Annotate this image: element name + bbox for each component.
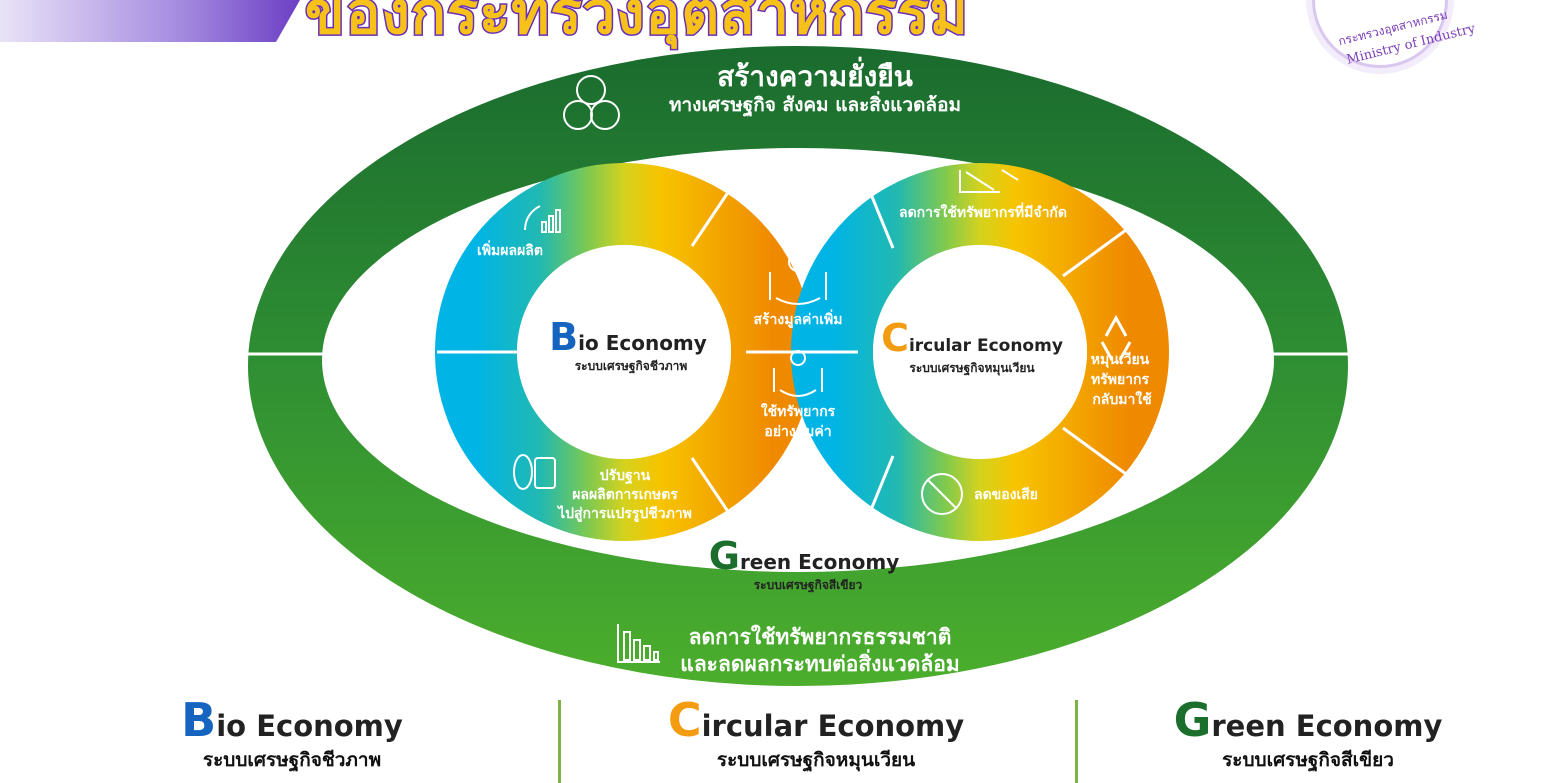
bottom-divider-2: [1075, 700, 1078, 783]
middle-top: สร้างมูลค่าเพิ่ม: [753, 309, 842, 328]
bottom-circular-cap: C: [667, 693, 702, 747]
plant-growth-chart-icon: [524, 205, 561, 233]
circular-seg-top: ลดการใช้ทรัพยากรที่มีจำกัด: [899, 202, 1067, 221]
bio-seg-bottom-l2: ผลผลิตการเกษตร: [572, 487, 678, 503]
recycle-icon: [1100, 314, 1132, 361]
page-title: ของกระทรวงอุตสาหกรรม: [304, 0, 970, 49]
circular-seg-right-l2: ทรัพยากร: [1091, 372, 1150, 388]
circular-seg-right-l3: กลับมาใช้: [1092, 390, 1152, 408]
bottom-bio-head: Bio Economy: [82, 697, 502, 743]
outer-bottom-line2: และลดผลกระทบต่อสิ่งแวดล้อม: [680, 648, 959, 676]
corn-barrel-icon: [513, 454, 556, 490]
bottom-bio-rest: io Economy: [216, 709, 403, 743]
outer-top-subtitle: ทางเศรษฐกิจ สังคม และสิ่งแวดล้อม: [669, 91, 961, 118]
bottom-green-cap: G: [1173, 693, 1212, 747]
outer-top-title: สร้างความยั่งยืน: [717, 56, 913, 93]
outer-bottom-line1: ลดการใช้ทรัพยากรธรรมชาติ: [689, 624, 952, 649]
bottom-bio-thai: ระบบเศรษฐกิจชีวภาพ: [202, 749, 382, 771]
circular-seg-right-l1: หมุนเวียน: [1091, 352, 1150, 368]
middle-bottom-l2: อย่างคุ้มค่า: [764, 424, 831, 440]
no-waste-icon: [921, 473, 963, 515]
bottom-circular-rest: ircular Economy: [701, 709, 965, 743]
middle-bottom-l1: ใช้ทรัพยากร: [761, 402, 836, 420]
bio-seg-top: เพิ่มผลผลิต: [477, 240, 543, 259]
bio-seg-bottom-l3: ไปสู่การแปรรูปชีวภาพ: [556, 504, 692, 522]
bottom-circular-thai: ระบบเศรษฐกิจหมุนเวียน: [716, 749, 916, 771]
circular-center-title: Circular Economy: [881, 316, 1063, 360]
header-band: [0, 0, 300, 42]
circular-center-rest: ircular Economy: [909, 336, 1063, 356]
hands-value-icon: [769, 252, 827, 305]
circular-seg-bottom: ลดของเสีย: [974, 487, 1038, 503]
green-center-rest: reen Economy: [740, 550, 899, 574]
declining-bars-icon: [617, 624, 660, 663]
bottom-bio: Bio Economy ระบบเศรษฐกิจชีวภาพ: [82, 697, 502, 775]
bottom-green-rest: reen Economy: [1211, 709, 1443, 743]
green-center-cap: G: [709, 534, 740, 578]
green-center-title: Green Economy: [709, 534, 900, 578]
bottom-bio-cap: B: [181, 693, 217, 747]
hands-plant-icon: [773, 350, 823, 397]
green-center-thai: ระบบเศรษฐกิจสีเขียว: [754, 578, 863, 593]
bottom-circular-head: Circular Economy: [606, 697, 1026, 743]
bottom-green-head: Green Economy: [1098, 697, 1518, 743]
infinity-loop: [435, 163, 1169, 541]
bio-center-title: Bio Economy: [549, 315, 707, 359]
bio-center-rest: io Economy: [578, 331, 707, 355]
globe-people-chart-icon: [563, 75, 620, 130]
bio-center-thai: ระบบเศรษฐกิจชีวภาพ: [575, 359, 688, 374]
resource-decline-icon: [959, 169, 1019, 193]
circular-center-thai: ระบบเศรษฐกิจหมุนเวียน: [909, 361, 1035, 376]
bottom-circular: Circular Economy ระบบเศรษฐกิจหมุนเวียน: [606, 697, 1026, 775]
bottom-green-thai: ระบบเศรษฐกิจสีเขียว: [1222, 749, 1394, 771]
circular-center-cap: C: [881, 316, 909, 360]
bottom-divider-1: [558, 700, 561, 783]
bottom-green: Green Economy ระบบเศรษฐกิจสีเขียว: [1098, 697, 1518, 775]
bio-seg-bottom-l1: ปรับฐาน: [600, 468, 651, 485]
bio-center-cap: B: [549, 315, 578, 359]
